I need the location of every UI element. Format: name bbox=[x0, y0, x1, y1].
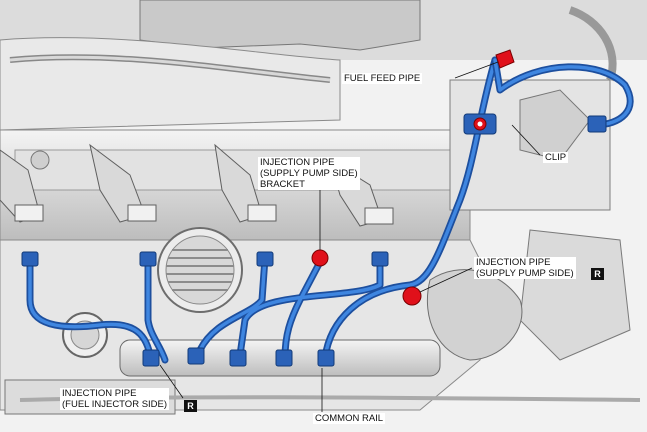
label-fuel-feed-pipe: FUEL FEED PIPE bbox=[342, 73, 423, 84]
label-injection-pipe-fuel-injector-side: INJECTION PIPE (FUEL INJECTOR SIDE) bbox=[60, 388, 170, 410]
label-injection-pipe-supply-pump-side: INJECTION PIPE (SUPPLY PUMP SIDE) bbox=[474, 257, 576, 279]
injection-pipes-fuel-injector-side bbox=[26, 254, 384, 364]
fuel-feed-pipe-clip bbox=[463, 113, 497, 135]
replace-mark-badge: R bbox=[184, 400, 197, 412]
label-clip: CLIP bbox=[543, 152, 569, 163]
label-injection-pipe-supply-pump-side-bracket: INJECTION PIPE (SUPPLY PUMP SIDE) BRACKE… bbox=[258, 157, 360, 190]
union-nuts bbox=[21, 115, 607, 367]
label-common-rail: COMMON RAIL bbox=[313, 413, 386, 424]
red-markers bbox=[311, 49, 515, 306]
replace-mark-badge: R bbox=[591, 268, 604, 280]
leader-lines bbox=[159, 61, 541, 412]
